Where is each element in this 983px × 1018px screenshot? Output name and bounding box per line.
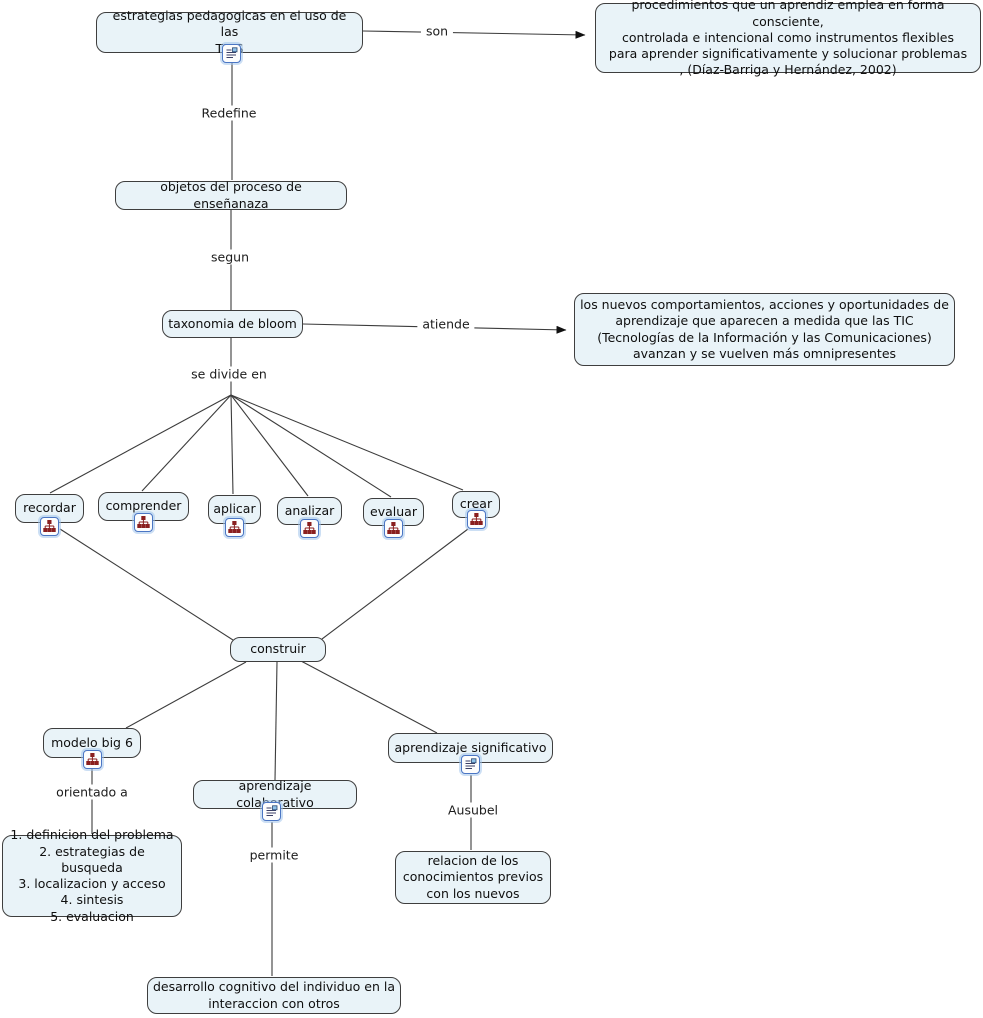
hierarchy-icon-glyph [303,522,316,534]
edge-construir-significativo [300,660,438,734]
hierarchy-icon-glyph [387,522,400,534]
hierarchy-icon[interactable] [384,519,403,538]
hierarchy-icon[interactable] [40,517,59,536]
note-icon[interactable] [461,755,480,774]
node-objetos-proceso[interactable]: objetos del proceso de enseñanaza [115,179,347,211]
node-crear[interactable]: crear [452,491,500,518]
node-taxonomia-bloom[interactable]: taxonomia de bloom [162,310,303,338]
hierarchy-icon-glyph [137,516,150,528]
node-analizar[interactable]: analizar [277,497,342,525]
note-icon-glyph [266,805,278,816]
note-icon[interactable] [222,44,241,63]
edge-label-son[interactable]: son [420,23,454,39]
hierarchy-icon-glyph [470,513,483,525]
edge-estrategias-procedimientos [362,30,586,39]
edge-fan-analizar [230,394,309,497]
edge-fan-evaluar [230,394,392,498]
edge-fan-crear [230,394,464,491]
hierarchy-icon[interactable] [83,750,102,769]
edge-label-ausubel[interactable]: Ausubel [442,802,504,818]
node-relacion-conocimientos[interactable]: relacion de los conocimientos previos co… [395,851,551,904]
hierarchy-icon-glyph [86,753,99,765]
node-construir[interactable]: construir [230,637,326,662]
hierarchy-icon[interactable] [300,519,319,538]
edge-label-permite[interactable]: permite [244,847,304,863]
node-big6-pasos[interactable]: 1. definicion del problema 2. estrategia… [2,827,182,924]
edge-fan-aplicar [230,394,234,495]
edge-label-atiende[interactable]: atiende [417,316,475,332]
edge-label-segun[interactable]: segun [206,249,254,265]
edge-label-orientado-a[interactable]: orientado a [51,784,133,800]
note-icon-glyph [465,758,477,769]
edge-recordar-construir [59,528,234,641]
edge-label-redefine[interactable]: Redefine [196,105,262,121]
hierarchy-icon[interactable] [134,513,153,532]
edge-construir-big6 [125,661,247,729]
hierarchy-icon-glyph [228,521,241,533]
note-icon[interactable] [262,802,281,821]
node-desarrollo-cognitivo[interactable]: desarrollo cognitivo del individuo en la… [147,977,401,1014]
edge-fan-comprender [141,394,232,492]
note-icon-glyph [226,47,238,58]
edge-label-se-divide-en[interactable]: se divide en [186,366,272,382]
hierarchy-icon-glyph [43,520,56,532]
node-nuevos-comportamientos[interactable]: los nuevos comportamientos, acciones y o… [574,293,955,366]
edge-crear-construir [321,528,469,640]
edge-construir-colaborativo [274,661,278,781]
edge-fan-recordar [49,394,232,494]
hierarchy-icon[interactable] [225,518,244,537]
node-procedimientos[interactable]: procedimientos que un aprendiz emplea en… [595,0,981,77]
hierarchy-icon[interactable] [467,510,486,529]
